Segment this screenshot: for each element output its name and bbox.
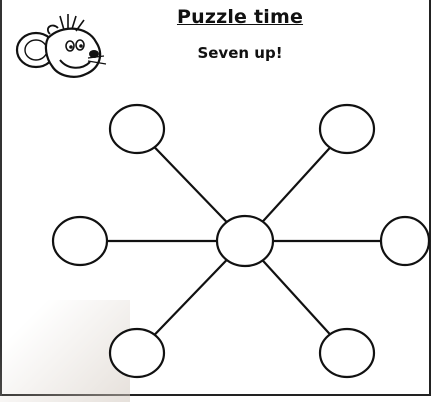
puzzle-circle-bottom-left[interactable] [108, 327, 166, 379]
puzzle-circle-left[interactable] [51, 215, 109, 267]
puzzle-circle-bottom-right[interactable] [318, 327, 376, 379]
puzzle-circle-top-right[interactable] [318, 103, 376, 155]
puzzle-circle-right[interactable] [379, 215, 431, 267]
page-subtitle: Seven up! [197, 44, 283, 62]
sheet-edge [0, 0, 2, 396]
puzzle-circle-center[interactable] [215, 214, 275, 268]
page-title: Puzzle time [176, 6, 304, 28]
puzzle-circle-top-left[interactable] [108, 103, 166, 155]
mouse-icon [15, 14, 107, 78]
